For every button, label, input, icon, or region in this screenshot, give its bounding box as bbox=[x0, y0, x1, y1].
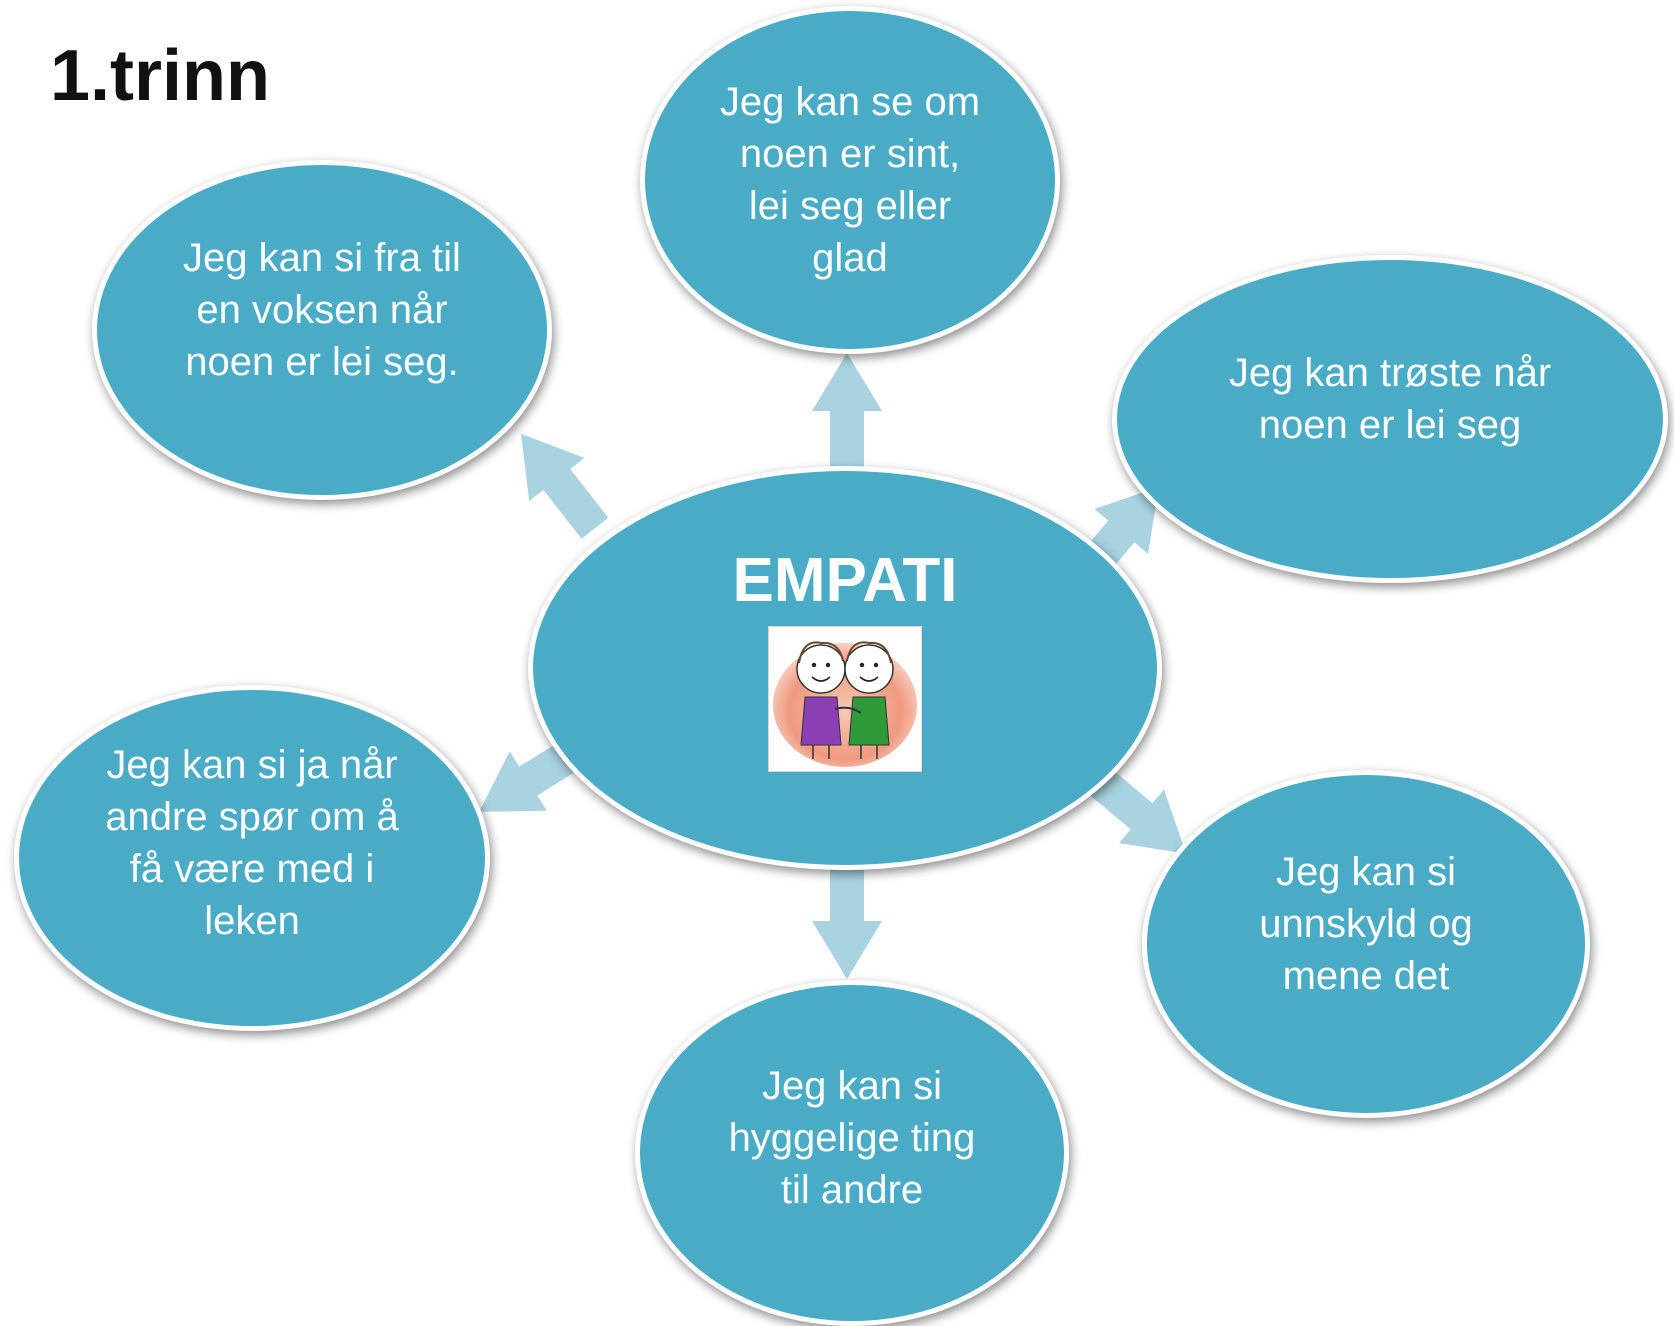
bubble-bottom-right-text: Jeg kan si unnskyld og mene det bbox=[1259, 846, 1472, 1002]
bubble-top-text: Jeg kan se om noen er sint, lei seg elle… bbox=[720, 76, 980, 284]
center-bubble: EMPATI bbox=[528, 466, 1162, 870]
arrow-icon-down bbox=[812, 859, 882, 979]
bubble-text-line: Jeg kan trøste når bbox=[1228, 351, 1552, 395]
bubble-top-right: Jeg kan trøste når noen er lei seg bbox=[1112, 255, 1668, 583]
bubble-text-line: Jeg kan si bbox=[1275, 850, 1457, 894]
bubble-text-line: en voksen når bbox=[196, 288, 448, 332]
bubble-bottom-text: Jeg kan si hyggelige ting til andre bbox=[729, 1060, 976, 1216]
page-title: 1.trinn bbox=[50, 36, 271, 116]
bubble-text-line: unnskyld og bbox=[1259, 902, 1473, 946]
bubble-bottom-left: Jeg kan si ja når andre spør om å få vær… bbox=[14, 685, 490, 1031]
arrow-icon-up bbox=[812, 353, 882, 473]
center-title: EMPATI bbox=[732, 546, 958, 615]
bubble-top-left-text: Jeg kan si fra til en voksen når noen er… bbox=[183, 232, 461, 388]
bubble-top-right-text: Jeg kan trøste når noen er lei seg bbox=[1229, 347, 1551, 451]
bubble-bottom-right: Jeg kan si unnskyld og mene det bbox=[1142, 770, 1590, 1118]
bubble-text-line: mene det bbox=[1282, 954, 1450, 998]
bubble-bottom-left-text: Jeg kan si ja når andre spør om å få vær… bbox=[105, 739, 398, 947]
bubble-text-line: Jeg kan si fra til bbox=[183, 236, 461, 280]
bubble-text-line: noen er sint, bbox=[739, 132, 961, 176]
bubble-top-left: Jeg kan si fra til en voksen når noen er… bbox=[92, 160, 552, 500]
bubble-text-line: noen er lei seg. bbox=[185, 340, 459, 384]
arrow-icon-up-left bbox=[493, 412, 622, 550]
bubble-text-line: noen er lei seg bbox=[1258, 403, 1522, 447]
arrow-icon-down-right bbox=[1072, 750, 1209, 881]
bubble-text-line: hyggelige ting bbox=[728, 1116, 976, 1160]
bubble-text-line: Jeg kan si bbox=[761, 1064, 943, 1108]
bubble-text-line: Jeg kan se om bbox=[719, 80, 981, 124]
bubble-text-line: få være med i bbox=[129, 847, 375, 891]
bubble-top: Jeg kan se om noen er sint, lei seg elle… bbox=[640, 6, 1060, 354]
bubble-text-line: til andre bbox=[780, 1168, 924, 1212]
bubble-text-line: andre spør om å bbox=[105, 795, 399, 839]
bubble-text-line: Jeg kan si ja når bbox=[106, 743, 398, 787]
center-content: EMPATI bbox=[732, 546, 958, 772]
bubble-text-line: glad bbox=[812, 236, 888, 280]
bubble-bottom: Jeg kan si hyggelige ting til andre bbox=[635, 980, 1069, 1326]
bubble-text-line: lei seg eller bbox=[748, 184, 952, 228]
bubble-text-line: leken bbox=[204, 899, 300, 943]
two-children-hugging-drawing bbox=[768, 626, 922, 772]
